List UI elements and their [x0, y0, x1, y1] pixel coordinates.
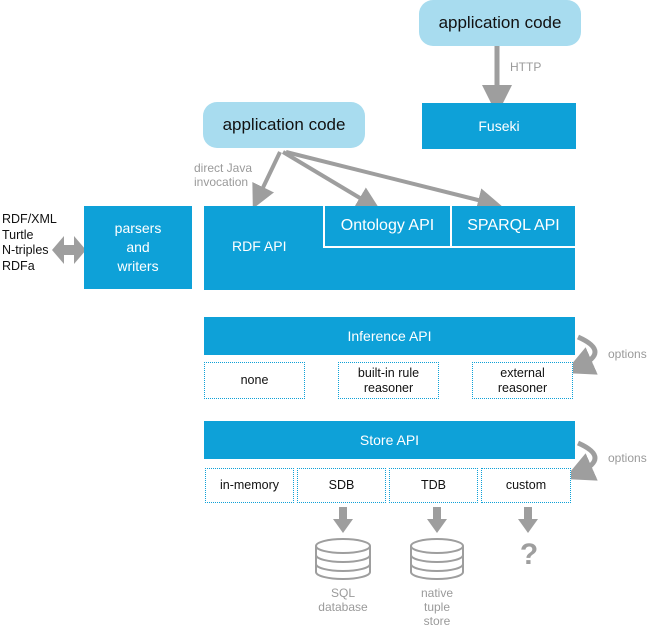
ontology-api-box: Ontology API [323, 206, 450, 248]
parsers-writers-box: parsers and writers [84, 206, 192, 289]
custom-down-arrow [518, 507, 538, 533]
format-item: Turtle [2, 227, 34, 242]
inference-options-arrow [564, 334, 598, 375]
parsers-line2: and [126, 239, 150, 255]
native-line2: tuple [423, 600, 451, 614]
double-arrow [52, 236, 86, 264]
format-item: N-triples [2, 243, 49, 257]
app-code-left-box: application code [203, 102, 365, 148]
direct-java-label: direct Java invocation [194, 161, 252, 189]
arrow-to-rdf-api [252, 151, 282, 209]
reasoner-external: external reasoner [472, 362, 573, 399]
parsers-line3: writers [117, 258, 159, 274]
builtin-line2: reasoner [363, 380, 414, 395]
http-label: HTTP [510, 60, 542, 74]
sql-database-label: SQL database [306, 586, 380, 614]
store-sdb: SDB [297, 468, 386, 503]
builtin-line1: built-in rule [357, 365, 420, 380]
native-line3: store [423, 614, 451, 628]
parsers-line1: parsers [114, 220, 162, 236]
formats-list: RDF/XML Turtle N-triples RDFa [2, 212, 57, 274]
sparql-api-box: SPARQL API [450, 206, 575, 248]
reasoner-builtin: built-in rule reasoner [338, 362, 439, 399]
external-line1: external [500, 365, 545, 380]
inference-api-box: Inference API [204, 317, 575, 355]
store-custom: custom [481, 468, 571, 503]
sdb-down-arrow [333, 507, 353, 533]
sql-database-icon [315, 538, 371, 580]
native-line1: native [420, 586, 454, 600]
external-line2: reasoner [497, 380, 548, 395]
sql-line2: database [318, 600, 368, 614]
rdf-api-label: RDF API [232, 238, 287, 254]
store-options-arrow [564, 440, 598, 481]
question-mark-icon: ? [519, 538, 539, 571]
direct-java-line2: invocation [194, 175, 249, 189]
reasoner-none: none [204, 362, 305, 399]
store-in-memory: in-memory [205, 468, 294, 503]
direct-java-line1: direct Java [194, 161, 253, 175]
fuseki-box: Fuseki [422, 103, 576, 149]
store-api-box: Store API [204, 421, 575, 459]
format-item: RDFa [2, 258, 35, 273]
arrow-to-ontology-api [281, 150, 381, 211]
native-tuple-store-label: native tuple store [400, 586, 474, 628]
store-options-label: options [608, 451, 647, 465]
sql-line1: SQL [330, 586, 355, 600]
format-item: RDF/XML [2, 212, 57, 226]
app-code-top-box: application code [419, 0, 581, 46]
tdb-down-arrow [427, 507, 447, 533]
store-tdb: TDB [389, 468, 478, 503]
arrow-to-sparql-api [285, 150, 502, 212]
native-tuple-store-icon [410, 538, 464, 580]
inference-options-label: options [608, 347, 647, 361]
